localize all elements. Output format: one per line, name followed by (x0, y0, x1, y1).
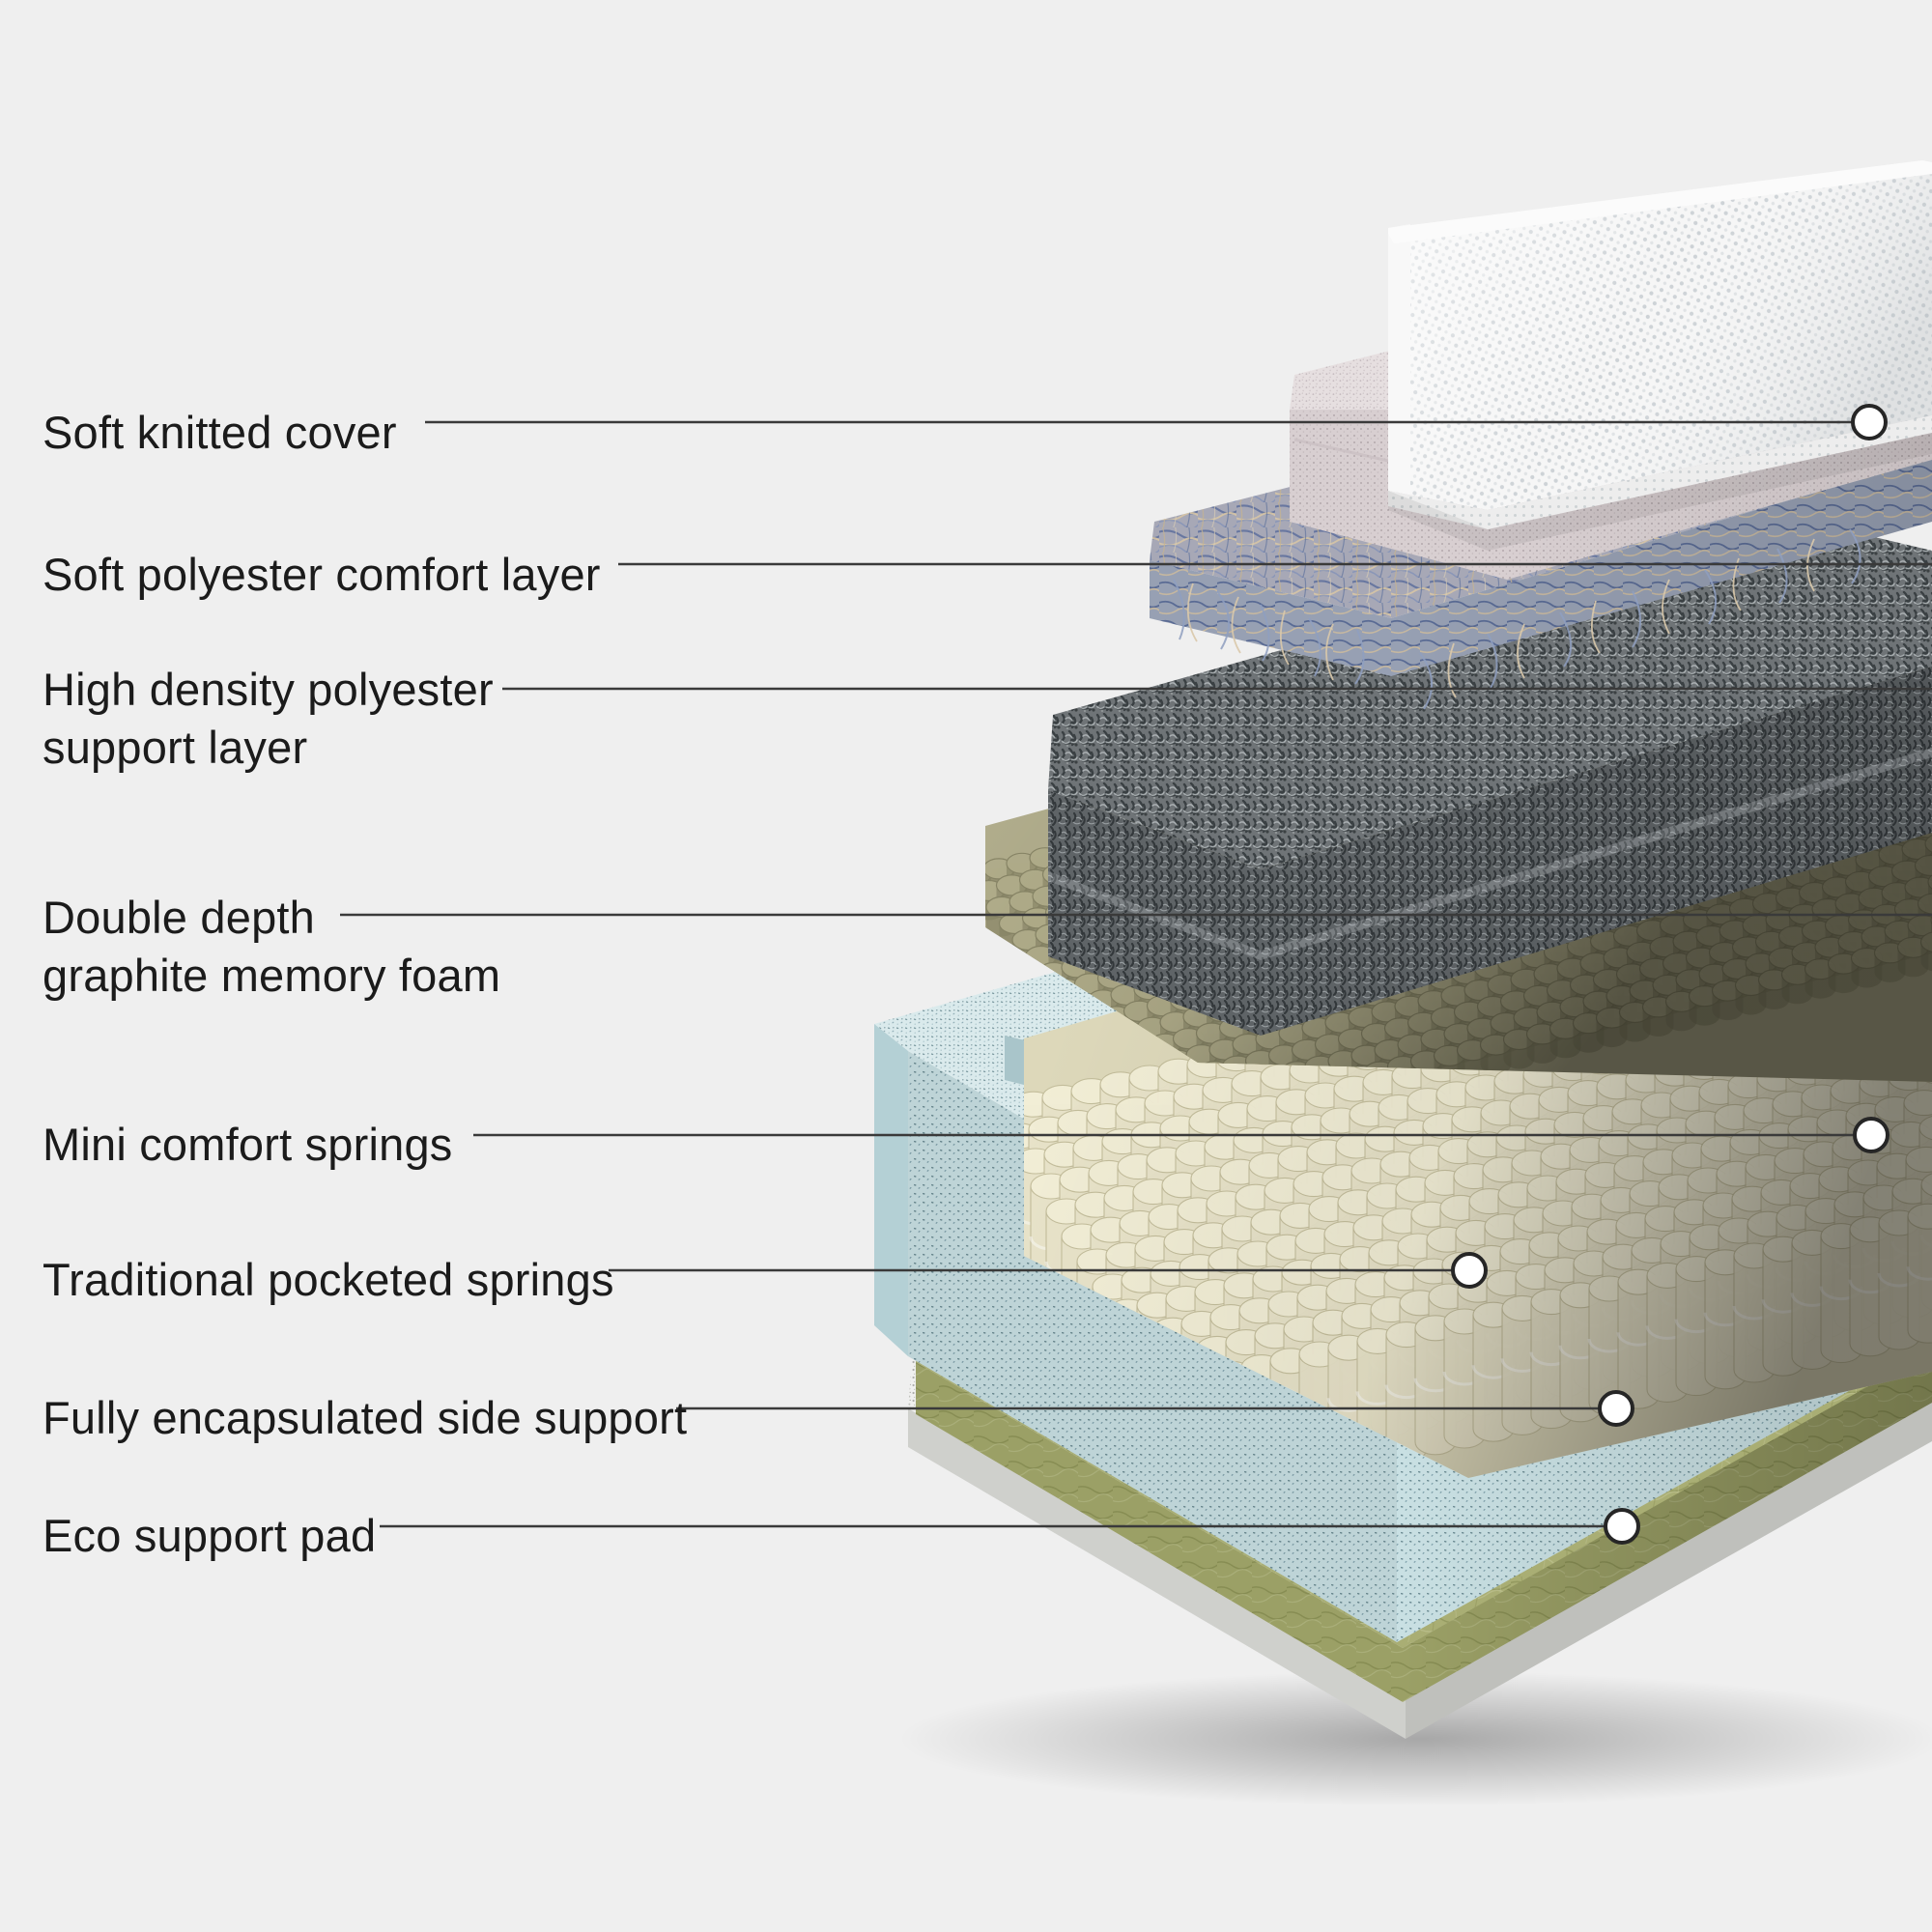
layer-label-traditional-pocketed-springs: Traditional pocketed springs (43, 1254, 614, 1305)
layer-label-mini-comfort-springs: Mini comfort springs (43, 1119, 453, 1170)
layer-label-high-density-polyester-support-layer: High density polyester support layer (43, 664, 494, 774)
layer-label-fully-encapsulated-side-support: Fully encapsulated side support (43, 1392, 688, 1443)
layer-label-soft-polyester-comfort-layer: Soft polyester comfort layer (43, 549, 601, 600)
layer-label-soft-knitted-cover: Soft knitted cover (43, 407, 397, 458)
layer-label-double-depth-graphite-memory-foam: Double depth graphite memory foam (43, 892, 501, 1002)
ground-shadow (898, 1671, 1932, 1806)
layer-label-eco-support-pad: Eco support pad (43, 1510, 377, 1561)
